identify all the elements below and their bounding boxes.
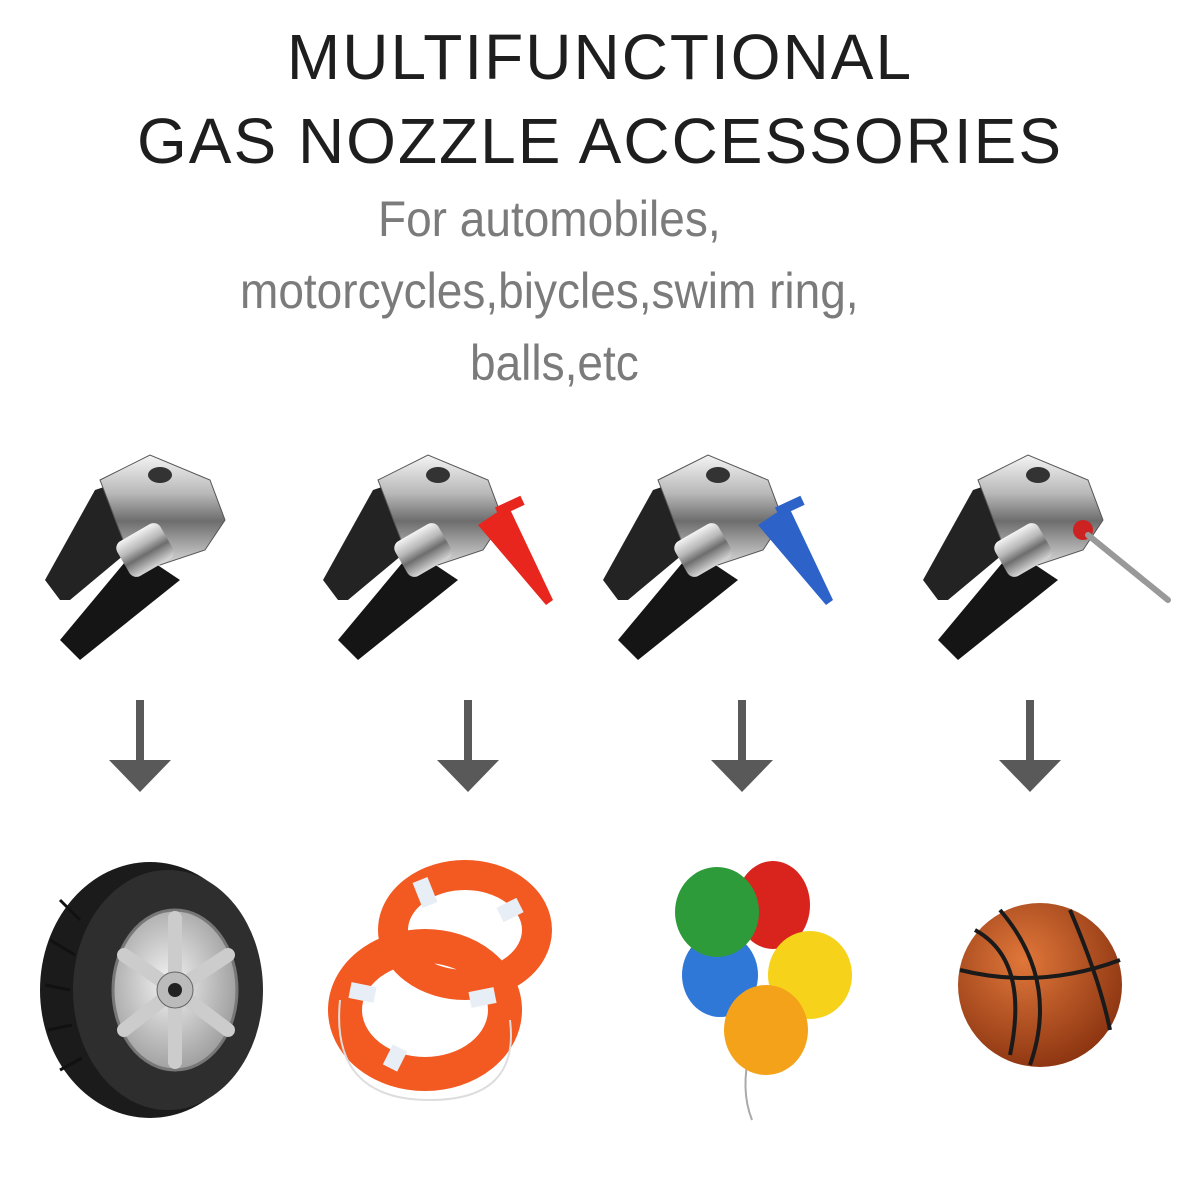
- red-cone-adapter-nozzle: [323, 454, 553, 660]
- blue-cone-adapter-nozzle: [603, 454, 833, 660]
- subtitle-line-3: balls,etc: [470, 335, 639, 391]
- plain-nozzle: [45, 454, 226, 660]
- arrow-down-icon: [711, 700, 773, 792]
- tire-image: [40, 862, 263, 1118]
- title-line-2: GAS NOZZLE ACCESSORIES: [137, 105, 1063, 177]
- cone-adapter: [478, 495, 553, 605]
- subtitle-line-1: For automobiles,: [378, 191, 721, 247]
- balloons-image: [675, 861, 852, 1121]
- basketball-image: [958, 903, 1122, 1067]
- cone-adapter: [758, 495, 833, 605]
- subtitle-line-2: motorcycles,biycles,swim ring,: [240, 263, 859, 319]
- arrow-down-icon: [109, 700, 171, 792]
- title-line-1: MULTIFUNCTIONAL: [286, 21, 914, 93]
- arrow-down-icon: [437, 700, 499, 792]
- needle-adapter: [1073, 520, 1171, 603]
- swim-ring-image: [328, 860, 552, 1102]
- arrow-down-icon: [999, 700, 1061, 792]
- needle-adapter-nozzle: [923, 454, 1171, 660]
